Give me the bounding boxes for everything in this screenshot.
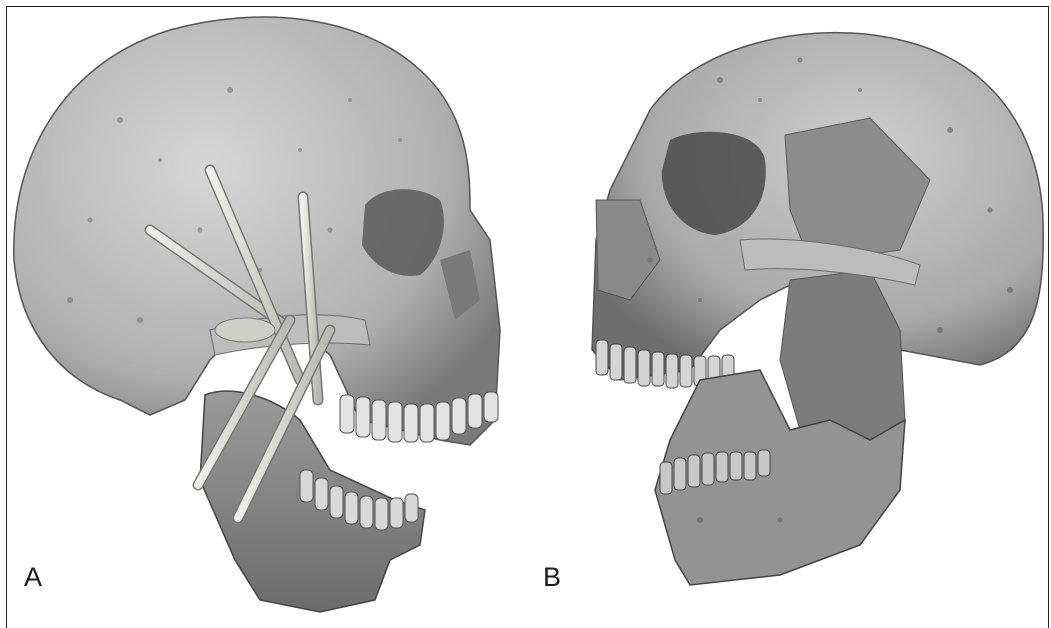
panel-b-skull — [592, 33, 1043, 585]
panel-b-label: B — [543, 562, 561, 593]
panel-a-skull — [14, 17, 500, 612]
panel-a-label: A — [24, 562, 42, 593]
